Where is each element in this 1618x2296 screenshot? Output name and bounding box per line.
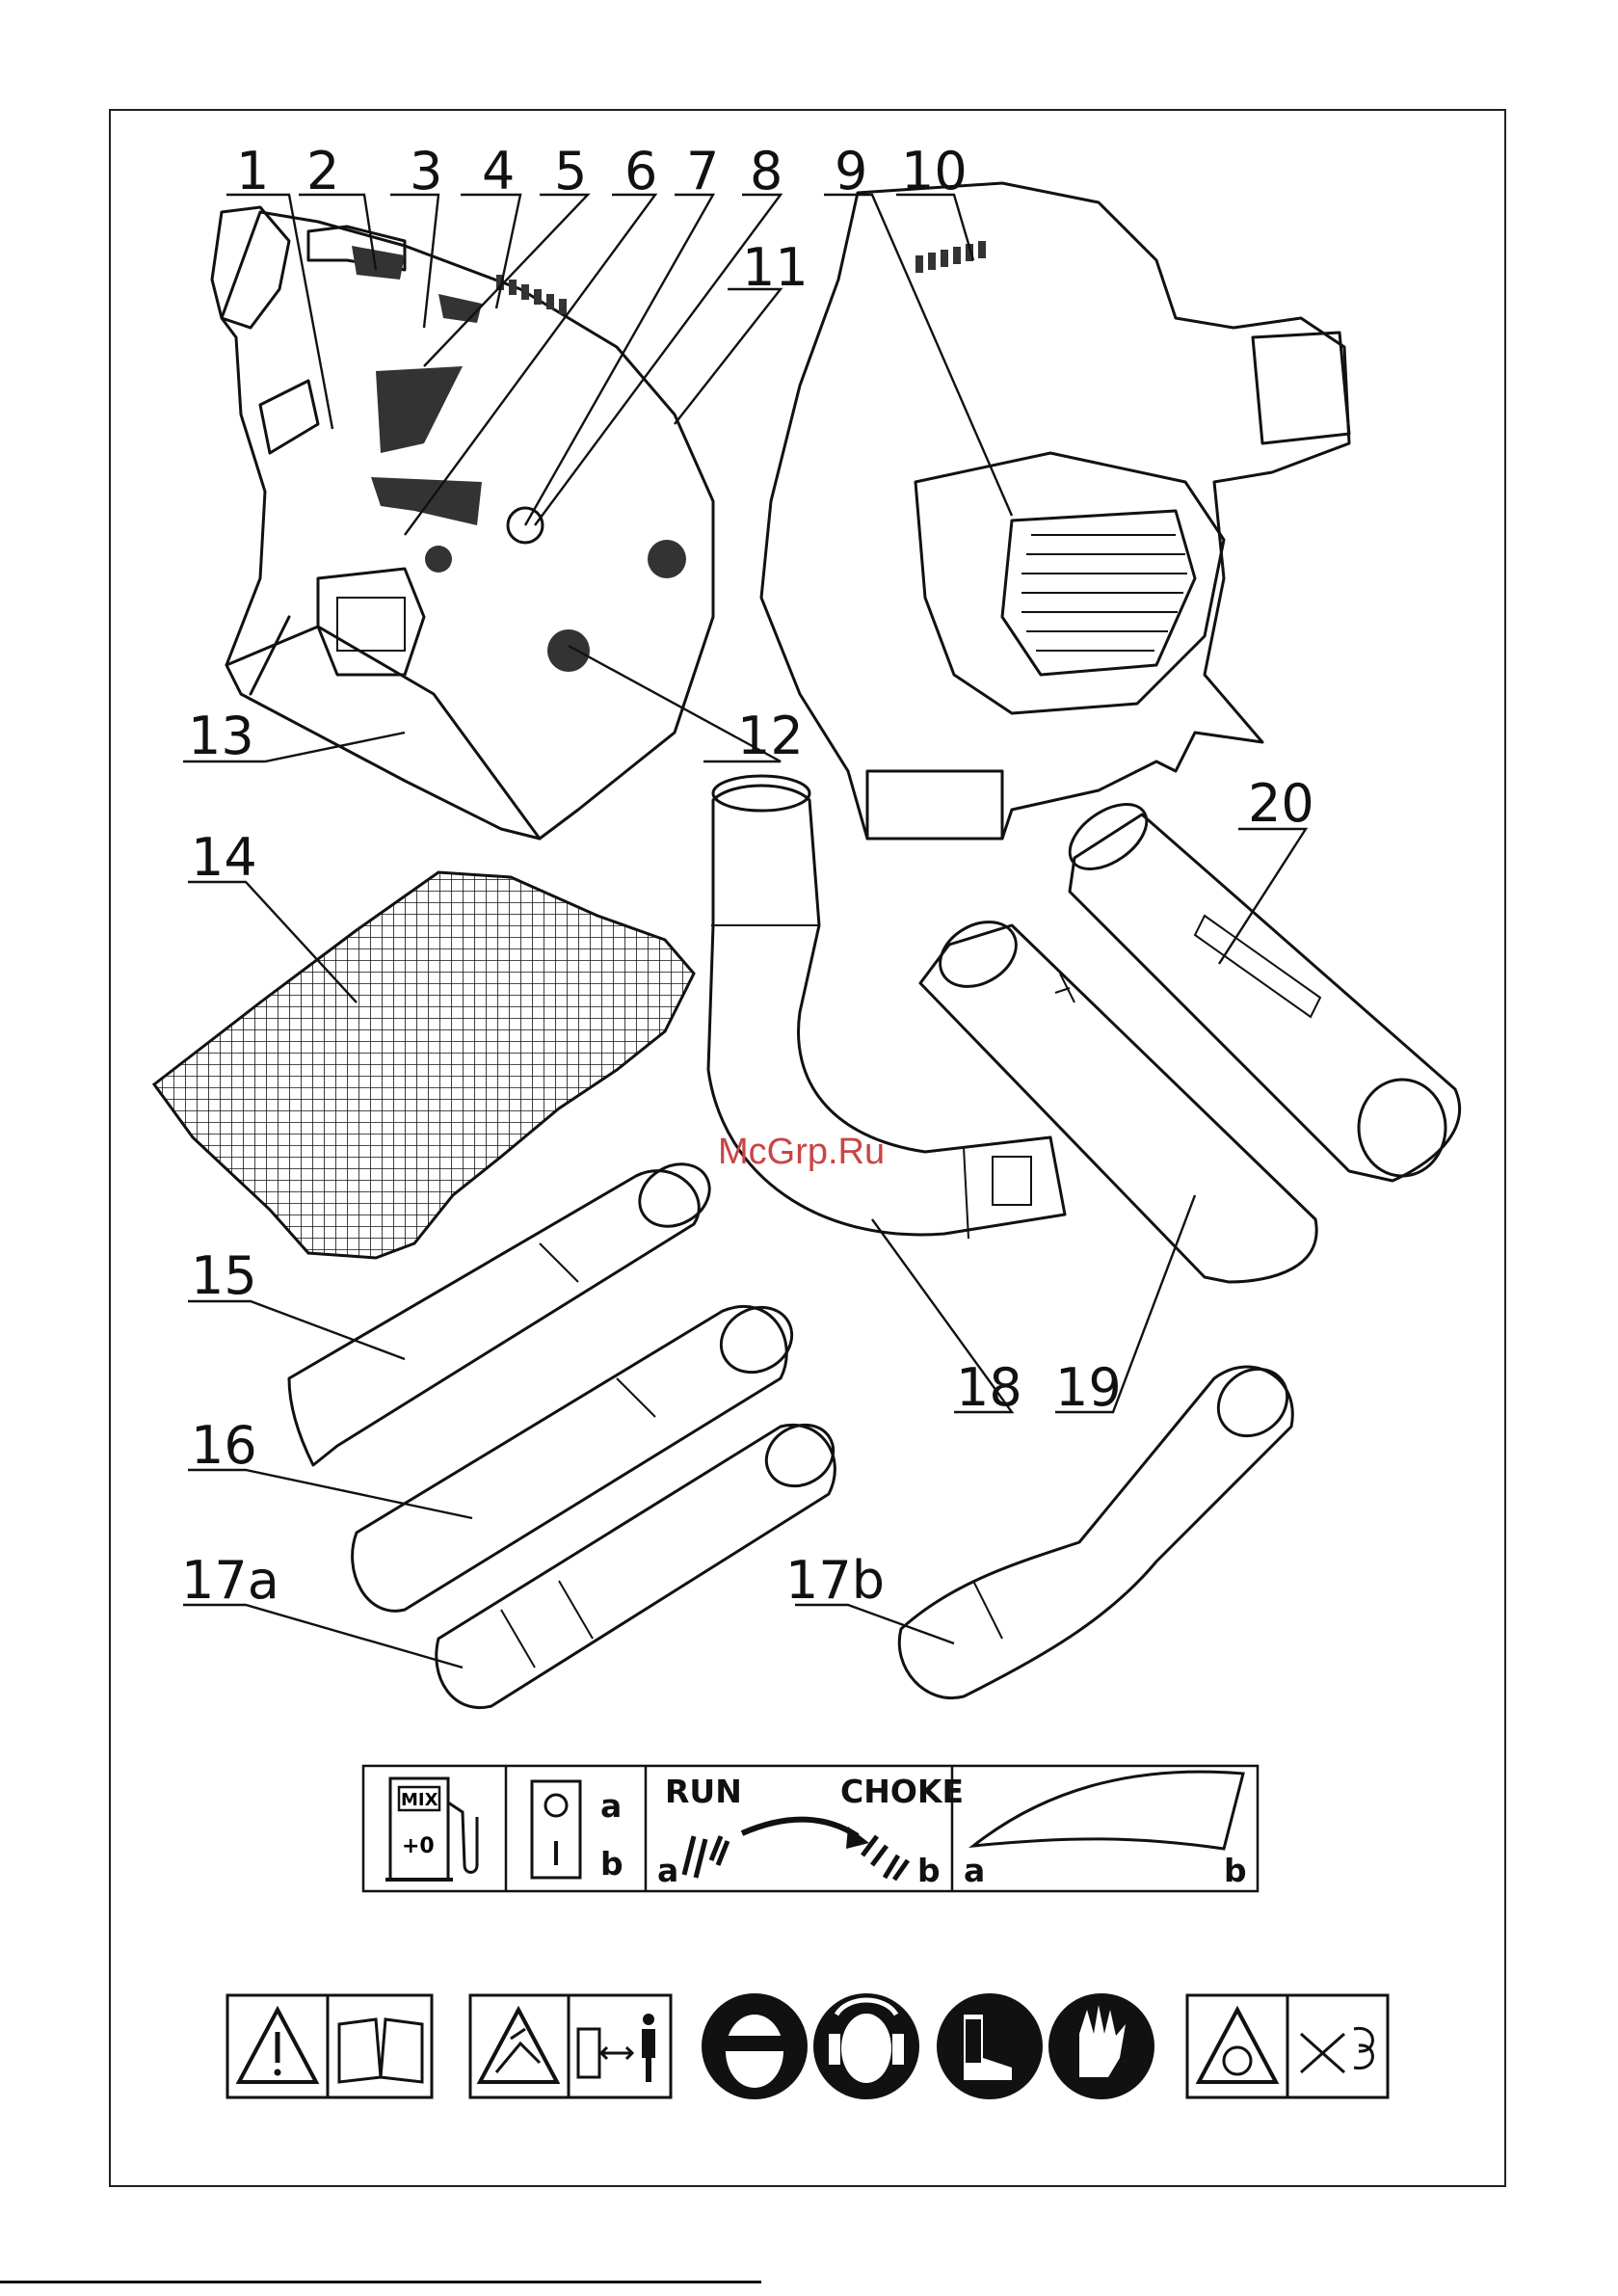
callout-12: 12 <box>737 706 804 766</box>
callout-18: 18 <box>956 1357 1022 1418</box>
callout-1: 1 <box>236 141 269 201</box>
callout-16: 16 <box>191 1415 257 1476</box>
svg-text:RUN: RUN <box>665 1773 742 1810</box>
eye-protection-icon <box>702 1993 808 2099</box>
svg-text:a: a <box>600 1787 622 1825</box>
page-bottom-rule <box>0 2281 761 2283</box>
callout-14: 14 <box>191 827 257 888</box>
callout-19: 19 <box>1055 1357 1122 1418</box>
warning-read-manual-icon <box>227 1995 432 2097</box>
callout-3: 3 <box>410 141 442 201</box>
symbol-panel: MIX +0 a b RUN CHOKE a b a b <box>363 1766 1258 1891</box>
blower-right-view <box>761 183 1349 839</box>
warning-rotating-fan-icon <box>1187 1995 1388 2097</box>
callout-8: 8 <box>750 141 782 201</box>
svg-text:a: a <box>657 1852 678 1889</box>
watermark: McGrp.Ru <box>718 1132 885 1172</box>
callout-numbers: 1 2 3 4 5 6 7 8 9 10 11 12 13 14 15 16 1… <box>181 141 1314 1611</box>
gloves-icon <box>1048 1993 1154 2099</box>
net-bag <box>154 872 694 1258</box>
callout-15: 15 <box>191 1245 257 1306</box>
tube-19 <box>920 909 1316 1282</box>
callout-17a: 17a <box>181 1550 279 1611</box>
callout-20: 20 <box>1248 773 1314 834</box>
callout-10: 10 <box>901 141 968 201</box>
callout-2: 2 <box>306 141 339 201</box>
svg-text:a: a <box>964 1852 985 1889</box>
callout-17b: 17b <box>785 1550 885 1611</box>
callout-6: 6 <box>624 141 657 201</box>
callout-5: 5 <box>554 141 587 201</box>
warning-icons-row <box>227 1993 1388 2099</box>
blower-left-view <box>212 207 713 839</box>
svg-text:CHOKE: CHOKE <box>840 1773 964 1810</box>
safety-boots-icon <box>937 1993 1043 2099</box>
ear-protection-icon <box>813 1993 919 2099</box>
svg-text:b: b <box>600 1845 623 1882</box>
svg-text:MIX: MIX <box>401 1790 438 1810</box>
svg-text:b: b <box>917 1852 941 1889</box>
callout-4: 4 <box>482 141 515 201</box>
callout-9: 9 <box>835 141 867 201</box>
callout-11: 11 <box>742 237 809 298</box>
callout-leaders <box>183 195 1306 1668</box>
tube-17a <box>437 1413 844 1708</box>
svg-text:+0: +0 <box>402 1834 435 1858</box>
callout-7: 7 <box>686 141 719 201</box>
callout-13: 13 <box>188 706 254 766</box>
svg-text:b: b <box>1224 1852 1247 1889</box>
tube-20 <box>1058 791 1459 1181</box>
warning-projectiles-distance-icon <box>470 1995 671 2097</box>
